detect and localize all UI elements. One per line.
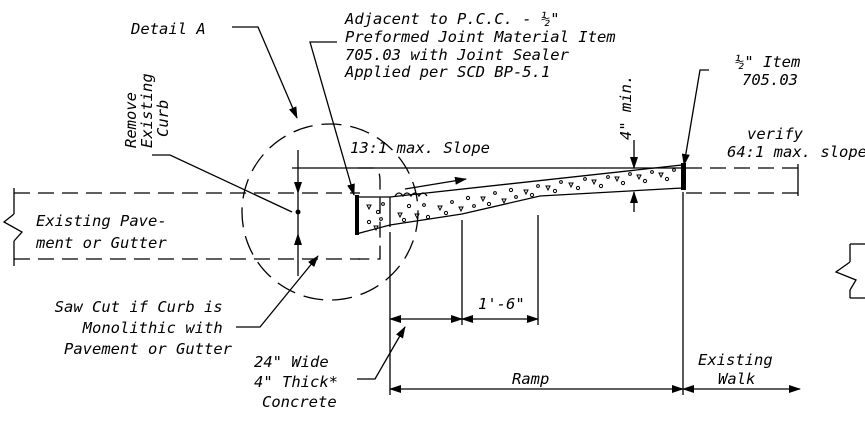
existing-pavement	[2, 188, 360, 266]
min-4-label: 4" min.	[617, 75, 635, 140]
slope-13-label: 13:1 max. Slope	[350, 139, 490, 157]
existing-walk	[686, 164, 799, 196]
concrete-ramp-section	[355, 163, 686, 235]
item-705-label: ½" Item 705.03	[735, 53, 810, 89]
break-symbol	[834, 243, 865, 299]
leader-lines	[152, 26, 709, 380]
verify-slope-label: verify 64:1 max. slope	[727, 125, 865, 161]
detail-a-circle	[241, 123, 419, 301]
ramp-label: Ramp	[512, 370, 549, 388]
horizontal-dimensions	[389, 192, 801, 395]
remove-curb-label: Remove Existing Curb	[122, 64, 172, 148]
dimension-1-6: 1'-6"	[478, 295, 525, 313]
joint-material-note: Adjacent to P.C.C. - ½" Preformed Joint …	[344, 10, 625, 81]
existing-walk-label: Existing Walk	[698, 351, 782, 388]
saw-cut-note: Saw Cut if Curb is Monolithic with Pavem…	[55, 298, 233, 358]
existing-pavement-label: Existing Pave- ment or Gutter	[35, 212, 176, 252]
curb-height-dimension	[292, 150, 682, 276]
concrete-note: 24" Wide 4" Thick* Concrete	[254, 353, 347, 411]
removed-curb-outline	[358, 167, 381, 260]
detail-a-label: Detail A	[130, 20, 206, 38]
